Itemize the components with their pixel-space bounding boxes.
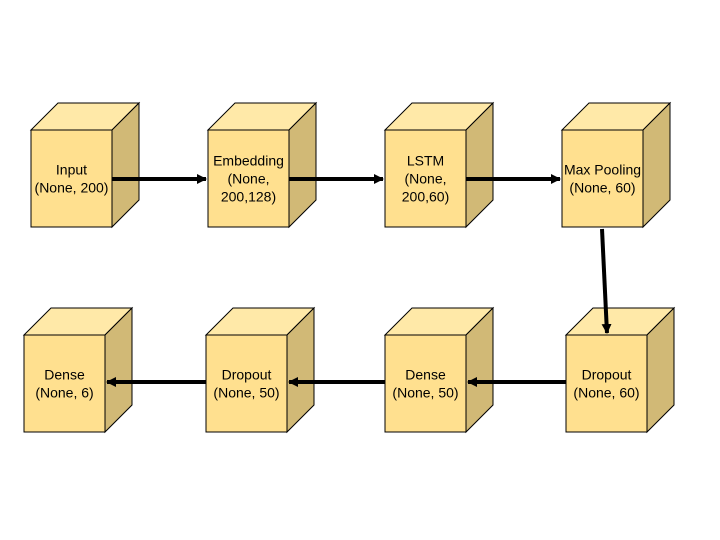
layer-label-max-pooling: Max Pooling (None, 60) [564, 162, 641, 196]
layer-label-line: (None, 6) [35, 385, 93, 401]
layer-label-line: Dropout [222, 367, 272, 383]
block-front-face [205, 334, 288, 433]
layer-block-lstm [383, 101, 495, 229]
layer-label-line: (None, 50) [213, 385, 279, 401]
layer-label-line: (None, 60) [573, 385, 639, 401]
layer-block-embedding [206, 101, 318, 229]
layer-block-input [29, 101, 141, 229]
layer-label-embedding: Embedding (None, 200,128) [213, 153, 284, 205]
layer-labels: Input (None, 200) Embedding (None, 200,128) L… [35, 153, 641, 401]
layer-blocks [22, 101, 676, 434]
layer-block-dense-50 [383, 306, 495, 434]
layer-block-max-pooling [560, 101, 672, 229]
block-front-face [565, 334, 648, 433]
layer-label-dropout-60: Dropout (None, 60) [573, 367, 639, 401]
layer-label-line: 200,128) [221, 189, 276, 205]
layer-label-dropout-50: Dropout (None, 50) [213, 367, 279, 401]
block-front-face [207, 129, 290, 228]
block-front-face [23, 334, 106, 433]
layer-label-line: Dense [44, 367, 85, 383]
layer-label-lstm: LSTM (None, 200,60) [402, 153, 449, 205]
connection-arrows [106, 174, 612, 387]
block-front-face [30, 129, 113, 228]
layer-block-dropout-50 [204, 306, 316, 434]
layer-label-line: Dropout [582, 367, 632, 383]
block-front-face [384, 334, 467, 433]
layer-label-line: (None, 200) [35, 180, 109, 196]
layer-label-dense-50: Dense (None, 50) [392, 367, 458, 401]
layer-label-input: Input (None, 200) [35, 162, 109, 196]
arrow-max-pooling-to-dropout-60 [600, 228, 612, 334]
layer-label-line: Embedding [213, 153, 284, 169]
layer-label-line: Input [56, 162, 87, 178]
layer-label-line: (None, 60) [569, 180, 635, 196]
layer-block-dense-6 [22, 306, 134, 434]
layer-label-line: 200,60) [402, 189, 449, 205]
layer-label-dense-6: Dense (None, 6) [35, 367, 93, 401]
layer-label-line: (None, [404, 171, 446, 187]
layer-label-line: Max Pooling [564, 162, 641, 178]
layer-block-dropout-60 [564, 306, 676, 434]
layer-label-line: LSTM [407, 153, 444, 169]
block-front-face [384, 129, 467, 228]
layer-label-line: (None, 50) [392, 385, 458, 401]
layer-label-line: (None, [227, 171, 269, 187]
layer-label-line: Dense [405, 367, 446, 383]
block-front-face [561, 129, 644, 228]
